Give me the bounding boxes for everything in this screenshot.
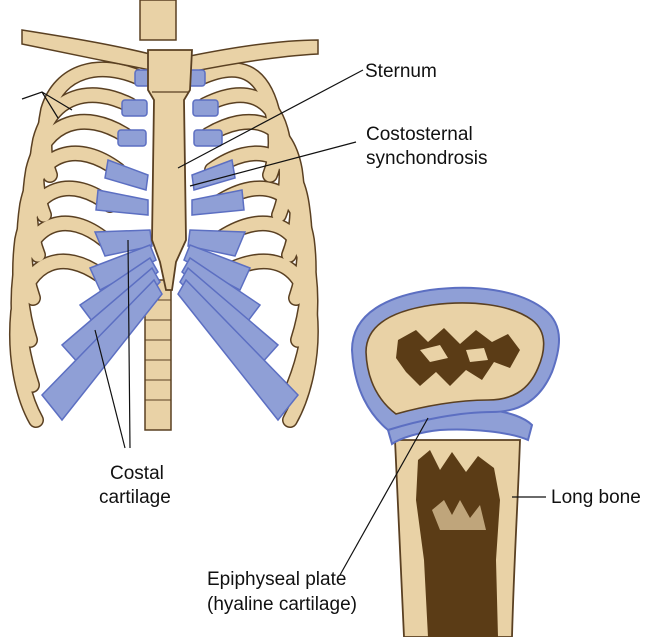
label-costosternal-line1: Costosternal [366,124,473,145]
label-epiphyseal-line1: Epiphyseal plate [207,569,346,590]
label-epiphyseal-line2: (hyaline cartilage) [207,594,357,615]
medullary-cavity [416,450,500,637]
label-costosternal-line2: synchondrosis [366,148,487,169]
label-costal-line1: Costal [110,463,164,484]
label-costal-line2: cartilage [99,487,171,508]
label-long-bone: Long bone [551,487,641,508]
label-sternum: Sternum [365,61,437,82]
